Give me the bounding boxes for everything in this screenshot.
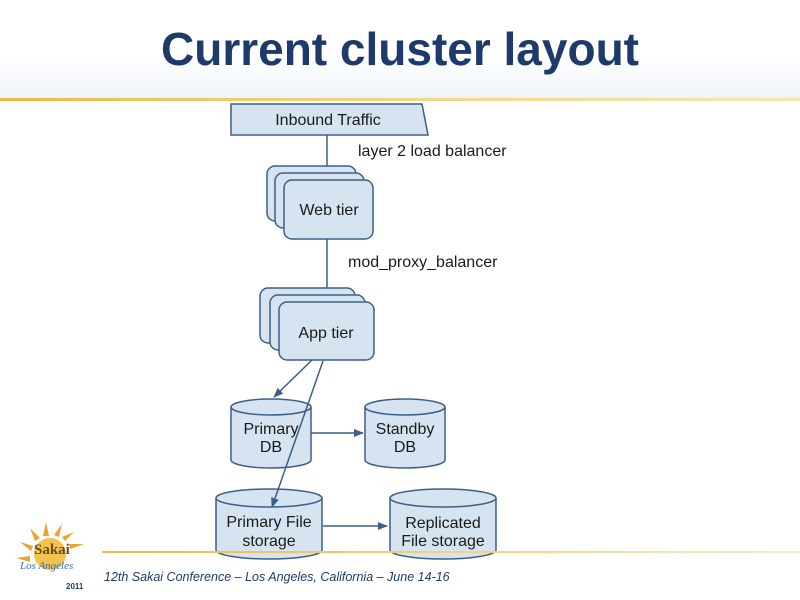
inbound-traffic-label: Inbound Traffic	[275, 112, 381, 129]
primary-file-storage-node: Primary File storage	[215, 488, 323, 560]
inbound-traffic-node: Inbound Traffic	[230, 103, 429, 136]
edge-app-to-primary-file	[271, 360, 324, 508]
sakai-logo: Sakai Los Angeles 2011	[14, 520, 94, 596]
footer-divider	[102, 551, 800, 553]
standby-db-label-line2: DB	[394, 439, 416, 456]
replicated-file-label-line1: Replicated	[405, 515, 481, 532]
replicated-file-label-line2: File storage	[401, 533, 485, 550]
primary-db-label-line2: DB	[260, 439, 282, 456]
logo-year: 2011	[66, 582, 84, 591]
primary-db-label-line1: Primary	[243, 421, 298, 438]
replicated-file-storage-node: Replicated File storage	[389, 488, 497, 560]
title-divider	[0, 98, 800, 101]
edge-label-proxy: mod_proxy_balancer	[348, 254, 498, 271]
footer-caption: 12th Sakai Conference – Los Angeles, Cal…	[104, 570, 450, 584]
primary-db-node: Primary DB	[230, 398, 312, 469]
edge-label-load-balancer: layer 2 load balancer	[358, 143, 507, 160]
primary-file-label-line2: storage	[242, 533, 295, 550]
primary-file-label-line1: Primary File	[226, 514, 311, 531]
standby-db-label-line1: Standby	[376, 421, 435, 438]
page-title: Current cluster layout	[161, 23, 639, 75]
sun-icon	[16, 522, 84, 570]
edge-app-to-primary-db	[273, 359, 313, 398]
logo-subtitle: Los Angeles	[20, 560, 74, 572]
web-tier-node: Web tier	[266, 165, 374, 240]
web-tier-label: Web tier	[299, 202, 359, 219]
title-band	[0, 0, 800, 100]
standby-db-node: Standby DB	[364, 398, 446, 469]
app-tier-label: App tier	[298, 325, 354, 342]
logo-wordmark: Sakai	[34, 542, 70, 558]
app-tier-node: App tier	[259, 287, 375, 361]
